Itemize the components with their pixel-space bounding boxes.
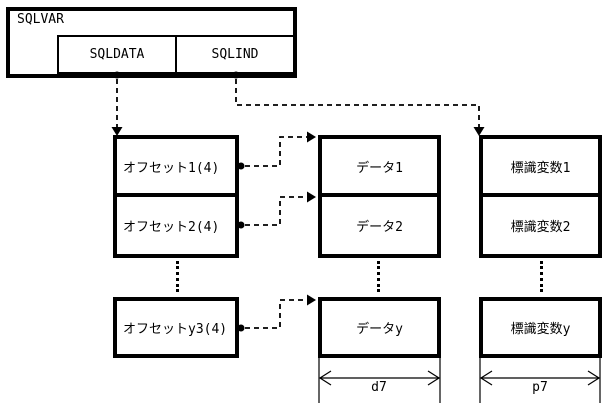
data1-box: データ1 xyxy=(318,135,441,197)
datay-box: データy xyxy=(318,297,441,358)
indicator1-box: 標識変数1 xyxy=(479,135,602,197)
offset2-box: オフセット2(4) xyxy=(113,193,239,258)
offset2-pointer-arrow xyxy=(237,191,316,229)
data2-box: データ2 xyxy=(318,193,441,258)
sqlind-field: SQLIND xyxy=(175,37,293,72)
offsety-pointer-arrow xyxy=(237,294,316,332)
data-width-label: d7 xyxy=(371,380,387,395)
indicator-ellipsis-icon xyxy=(540,261,543,292)
sqlvar-fields: SQLDATA SQLIND xyxy=(57,35,295,74)
sqlind-pointer-arrow xyxy=(232,71,485,136)
sqldata-pointer-arrow xyxy=(111,71,123,136)
indicator-width-label: p7 xyxy=(532,380,548,395)
indicator2-box: 標識変数2 xyxy=(479,193,602,258)
data-ellipsis-icon xyxy=(377,261,380,292)
offset1-box: オフセット1(4) xyxy=(113,135,239,197)
sqlvar-title: SQLVAR xyxy=(17,12,64,27)
sqldata-field: SQLDATA xyxy=(89,47,145,62)
offsety-box: オフセットy3(4) xyxy=(113,297,239,358)
indicatory-box: 標識変数y xyxy=(479,297,602,358)
offset1-pointer-arrow xyxy=(237,131,316,170)
offset-ellipsis-icon xyxy=(176,261,179,292)
